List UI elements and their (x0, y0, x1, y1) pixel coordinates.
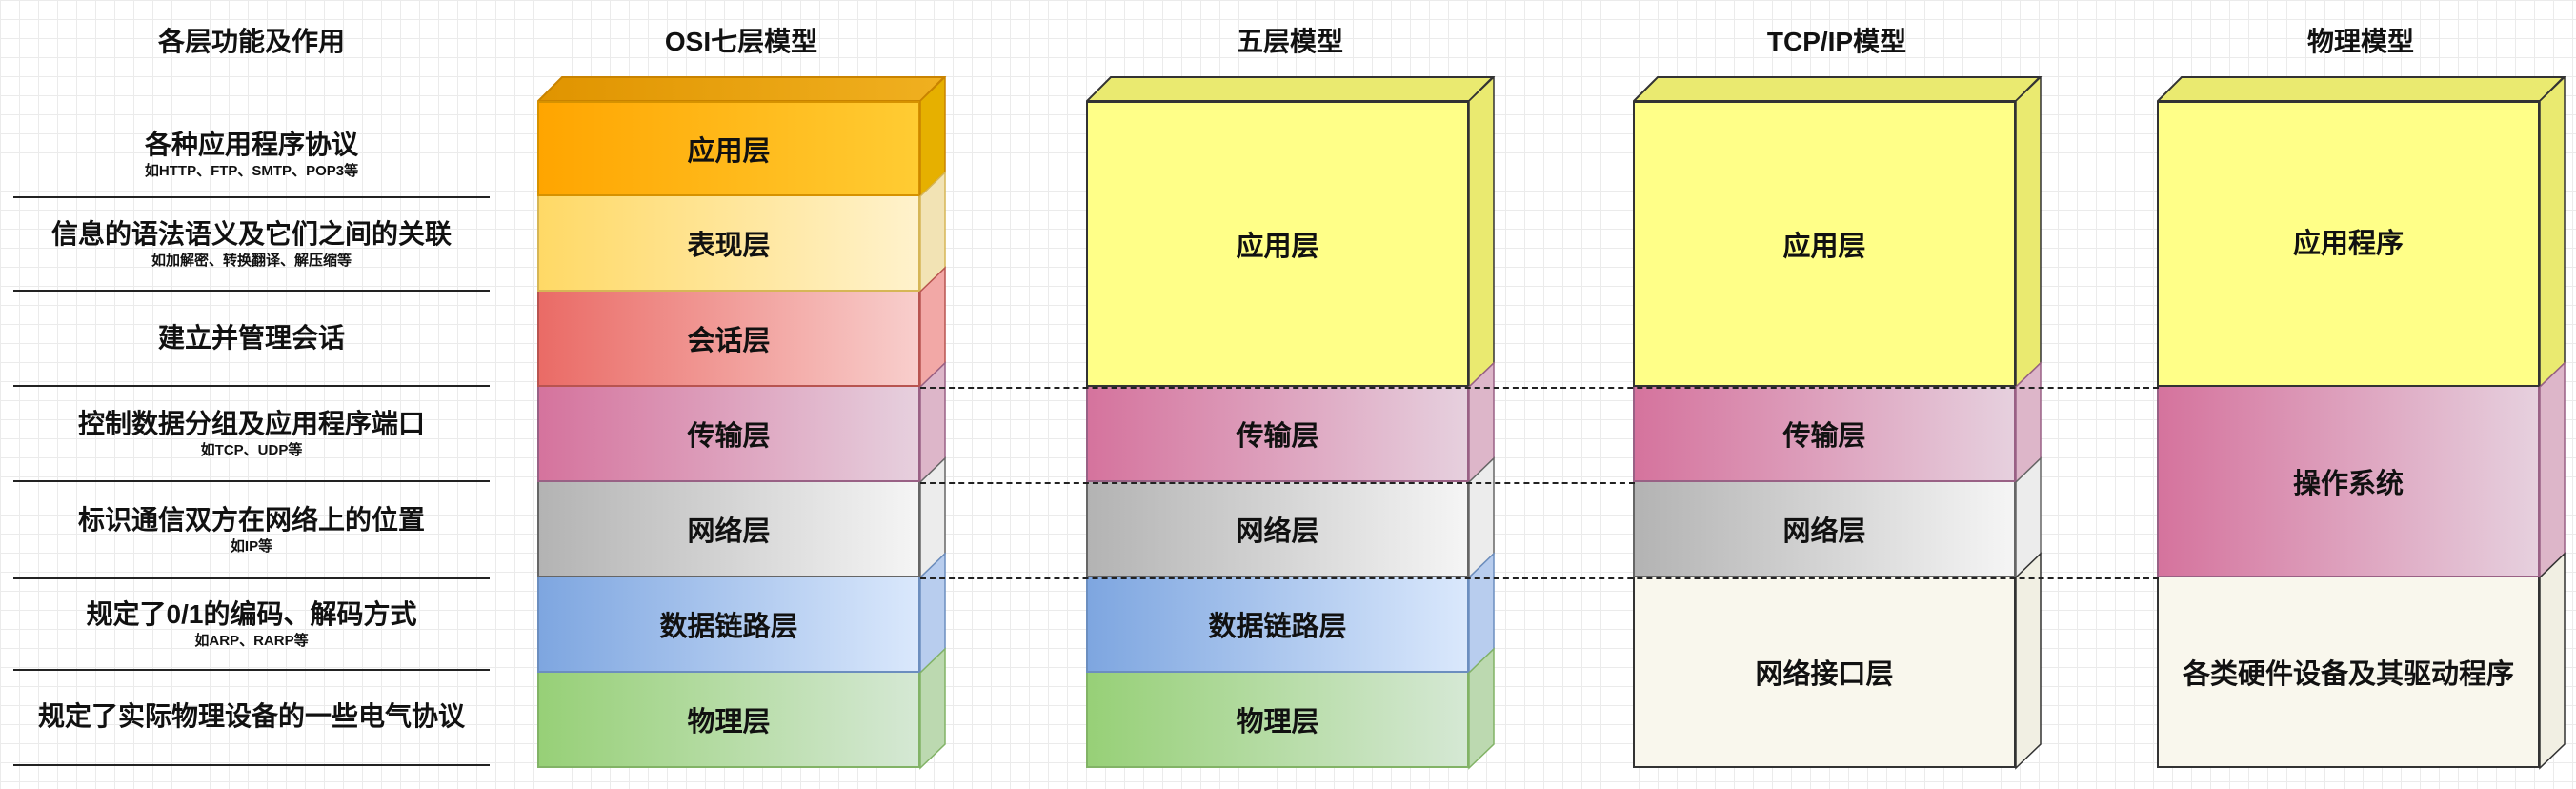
osi-layer-application: 应用层 (537, 101, 920, 196)
osi-side-face (919, 76, 946, 770)
function-row-physical: 规定了实际物理设备的一些电气协议 (13, 671, 490, 762)
function-main: 控制数据分组及应用程序端口 (77, 409, 425, 438)
function-sub: 如HTTP、FTP、SMTP、POP3等 (144, 163, 359, 179)
divider (13, 577, 490, 579)
osi-layer-network: 网络层 (537, 482, 920, 577)
function-sub: 如ARP、RARP等 (194, 633, 309, 649)
osi-layer-datalink: 数据链路层 (537, 577, 920, 673)
physical-layer-application: 应用程序 (2157, 101, 2540, 387)
osi-layer-presentation: 表现层 (537, 196, 920, 292)
divider (13, 290, 490, 292)
osi-layer-transport: 传输层 (537, 387, 920, 482)
header-tcpip: TCP/IP模型 (1766, 27, 1907, 56)
function-sub: 如IP等 (230, 538, 273, 555)
function-row-datalink: 规定了0/1的编码、解码方式 如ARP、RARP等 (13, 579, 490, 669)
five-layer-datalink: 数据链路层 (1086, 577, 1469, 673)
dashed-line-transport-network (920, 482, 1635, 484)
function-main: 建立并管理会话 (157, 323, 345, 353)
function-row-network: 标识通信双方在网络上的位置 如IP等 (13, 482, 490, 577)
physical-layer-hardware: 各类硬件设备及其驱动程序 (2157, 577, 2540, 768)
function-main: 各种应用程序协议 (144, 130, 358, 159)
dashed-line-application-transport (920, 387, 2159, 389)
divider (13, 480, 490, 482)
tcpip-layer-netif: 网络接口层 (1633, 577, 2016, 768)
header-physical: 物理模型 (2306, 27, 2414, 56)
header-functions: 各层功能及作用 (157, 27, 345, 56)
function-main: 标识通信双方在网络上的位置 (77, 505, 425, 535)
osi-layer-session: 会话层 (537, 292, 920, 387)
tcpip-side-face (2015, 76, 2042, 770)
function-main: 规定了实际物理设备的一些电气协议 (37, 701, 465, 731)
tcpip-layer-network: 网络层 (1633, 482, 2016, 577)
five-layer-application: 应用层 (1086, 101, 1469, 387)
five-layer-transport: 传输层 (1086, 387, 1469, 482)
five-layer-physical: 物理层 (1086, 673, 1469, 768)
tcpip-layer-transport: 传输层 (1633, 387, 2016, 482)
physical-layer-os: 操作系统 (2157, 387, 2540, 577)
divider (13, 385, 490, 387)
header-five: 五层模型 (1236, 27, 1343, 56)
physical-side-face (2539, 76, 2566, 770)
five-side-face (1468, 76, 1495, 770)
function-sub: 如加解密、转换翻译、解压缩等 (151, 253, 352, 269)
divider (13, 196, 490, 198)
function-row-presentation: 信息的语法语义及它们之间的关联 如加解密、转换翻译、解压缩等 (13, 198, 490, 290)
function-row-session: 建立并管理会话 (13, 292, 490, 385)
five-layer-network: 网络层 (1086, 482, 1469, 577)
dashed-line-network-datalink (920, 577, 2159, 579)
function-row-application: 各种应用程序协议 如HTTP、FTP、SMTP、POP3等 (13, 112, 490, 196)
osi-layer-physical: 物理层 (537, 673, 920, 768)
tcpip-layer-application: 应用层 (1633, 101, 2016, 387)
function-main: 规定了0/1的编码、解码方式 (86, 599, 417, 629)
divider (13, 764, 490, 766)
function-sub: 如TCP、UDP等 (200, 442, 303, 458)
header-osi: OSI七层模型 (664, 27, 818, 56)
function-main: 信息的语法语义及它们之间的关联 (50, 219, 452, 249)
function-row-transport: 控制数据分组及应用程序端口 如TCP、UDP等 (13, 387, 490, 480)
divider (13, 669, 490, 671)
